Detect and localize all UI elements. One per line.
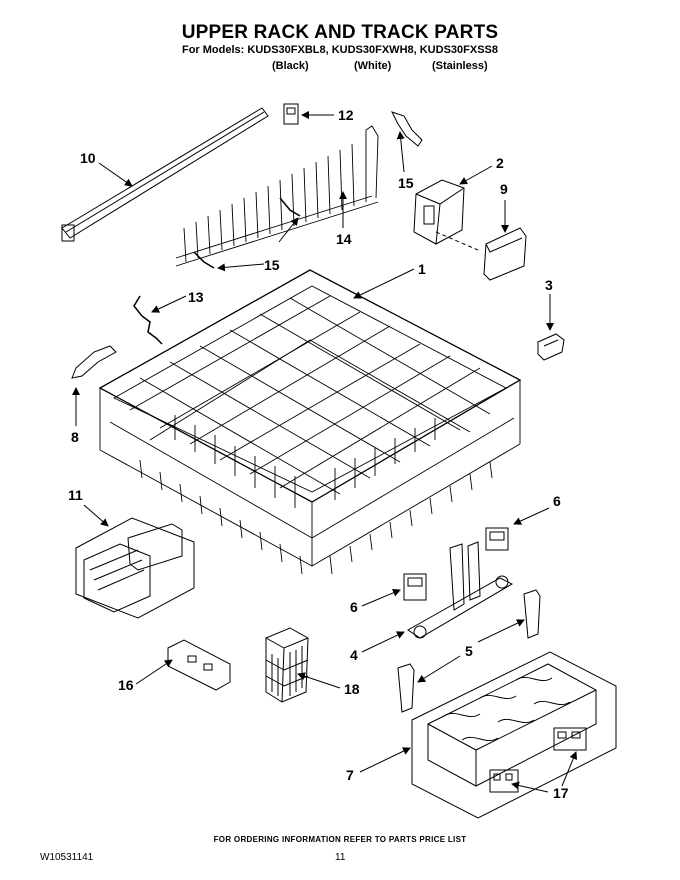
part-17-clip-lower bbox=[489, 769, 519, 793]
callout-17: 17 bbox=[553, 785, 569, 801]
variant-black: (Black) bbox=[272, 60, 309, 72]
callout-13: 13 bbox=[188, 289, 204, 305]
part-5-stop-left bbox=[397, 663, 415, 713]
part-13-wire bbox=[133, 295, 163, 345]
callout-4: 4 bbox=[350, 647, 358, 663]
callout-16: 16 bbox=[118, 677, 134, 693]
callout-7: 7 bbox=[346, 767, 354, 783]
callout-9: 9 bbox=[500, 181, 508, 197]
part-8-bracket bbox=[71, 345, 117, 379]
part-14-tine-row bbox=[175, 125, 379, 269]
part-5-stop-right bbox=[523, 589, 541, 639]
part-3-cap bbox=[537, 333, 565, 361]
part-7-tray-box bbox=[411, 651, 617, 819]
callout-1: 1 bbox=[418, 261, 426, 277]
page-number: 11 bbox=[335, 852, 346, 863]
leader-lines bbox=[72, 111, 578, 793]
callout-18: 18 bbox=[344, 681, 360, 697]
part-16-bracket bbox=[167, 639, 231, 691]
part-4-track-adjuster bbox=[407, 541, 514, 639]
part-10-rail bbox=[61, 107, 269, 242]
variant-white: (White) bbox=[354, 60, 392, 72]
part-9-cover bbox=[483, 227, 527, 281]
callout-2: 2 bbox=[496, 155, 504, 171]
callout-10: 10 bbox=[80, 150, 96, 166]
callout-15-upper: 15 bbox=[398, 175, 414, 191]
callout-6-left: 6 bbox=[350, 599, 358, 615]
callout-15-lower: 15 bbox=[264, 257, 280, 273]
part-6-clip-right bbox=[485, 527, 509, 551]
callout-12: 12 bbox=[338, 107, 354, 123]
callout-8: 8 bbox=[71, 429, 79, 445]
part-11-assembly bbox=[75, 517, 195, 619]
part-6-clip-left bbox=[403, 573, 427, 601]
document-id: W10531141 bbox=[40, 852, 94, 863]
part-17-clip-upper bbox=[553, 727, 587, 751]
callout-14: 14 bbox=[336, 231, 352, 247]
callout-11: 11 bbox=[68, 487, 83, 503]
part-2-bracket bbox=[413, 179, 465, 245]
models-line: For Models: KUDS30FXBL8, KUDS30FXWH8, KU… bbox=[181, 44, 498, 56]
ordering-note: FOR ORDERING INFORMATION REFER TO PARTS … bbox=[213, 835, 467, 844]
part-1-upper-rack bbox=[98, 269, 522, 575]
callout-6-right: 6 bbox=[553, 493, 561, 509]
part-18-basket bbox=[265, 627, 309, 703]
variant-stainless: (Stainless) bbox=[432, 60, 488, 72]
page-title: UPPER RACK AND TRACK PARTS bbox=[181, 22, 499, 43]
part-15-clip-upper bbox=[391, 111, 423, 147]
callout-3: 3 bbox=[545, 277, 553, 293]
callout-5: 5 bbox=[465, 643, 473, 659]
part-12-clip bbox=[283, 103, 299, 125]
